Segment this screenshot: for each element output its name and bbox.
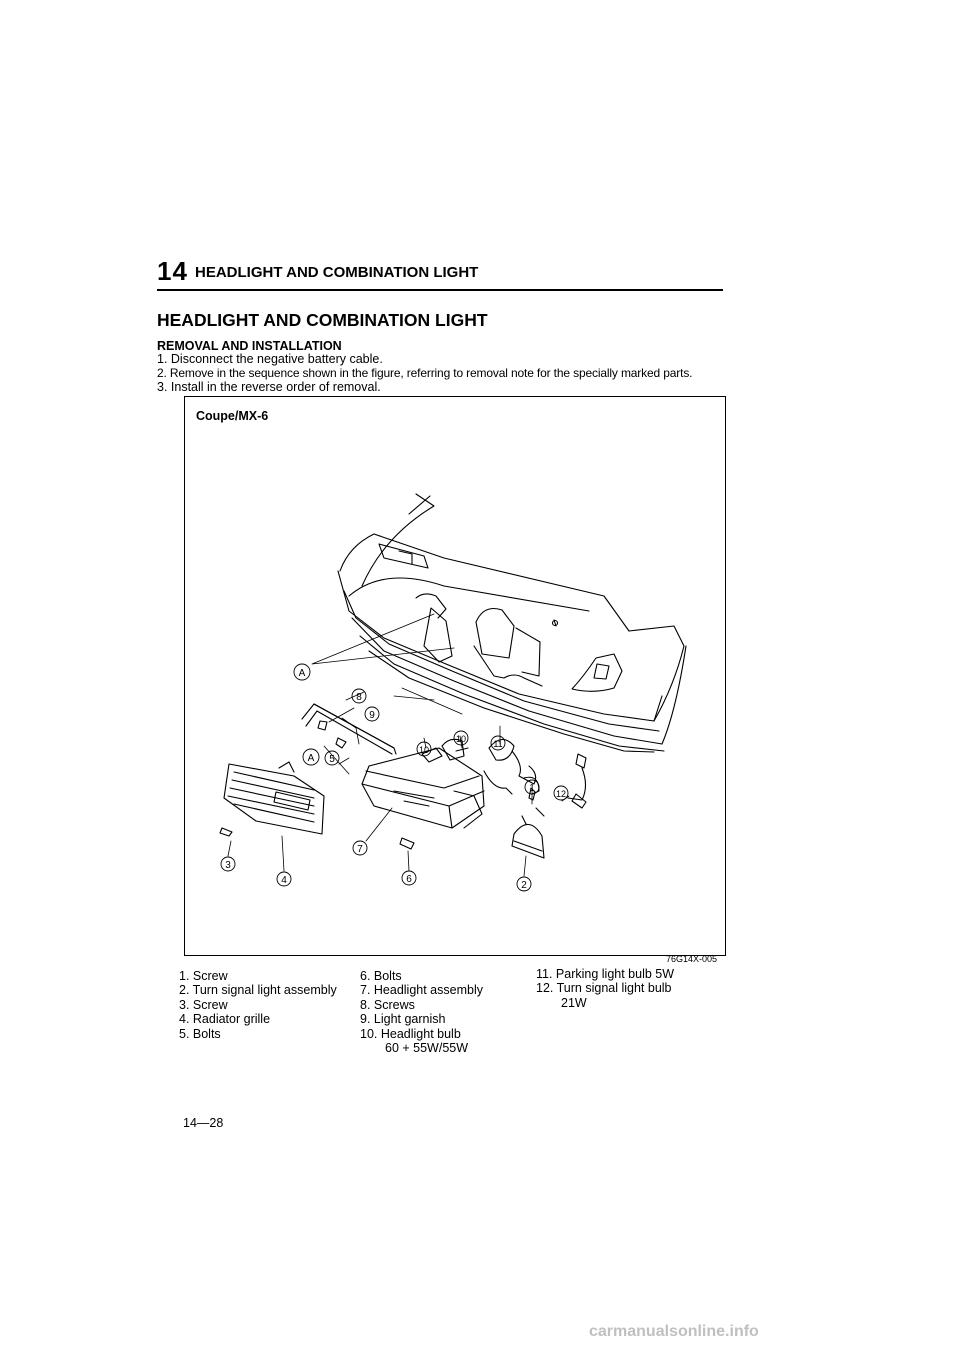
callout-A-2: A — [302, 748, 320, 766]
legend-item: 12. Turn signal light bulb — [536, 981, 672, 996]
svg-text:10: 10 — [456, 734, 466, 744]
legend-item: 7. Headlight assembly — [360, 983, 483, 998]
svg-text:3: 3 — [225, 860, 231, 871]
svg-text:6: 6 — [406, 874, 412, 885]
figure-code: 76G14X-005 — [666, 954, 718, 964]
svg-text:9: 9 — [369, 710, 375, 721]
legend-item: 9. Light garnish — [360, 1012, 446, 1027]
light-garnish-drawing — [301, 703, 397, 755]
legend-column-2: 6. Bolts 7. Headlight assembly 8. Screws… — [360, 969, 483, 1055]
vehicle-front-drawing — [337, 493, 687, 753]
turn-signal-assembly-drawing — [511, 807, 545, 859]
legend-column-3: 11. Parking light bulb 5W 12. Turn signa… — [536, 967, 674, 1010]
svg-text:4: 4 — [281, 875, 287, 886]
radiator-grille-drawing — [223, 761, 325, 835]
step-3: 3. Install in the reverse order of remov… — [157, 380, 381, 394]
callout-5: 5 — [324, 750, 340, 766]
figure-frame — [184, 396, 726, 956]
svg-text:12: 12 — [556, 789, 566, 799]
svg-text:1: 1 — [529, 783, 535, 794]
step-1: 1. Disconnect the negative battery cable… — [157, 352, 383, 366]
leader-lines — [227, 613, 570, 877]
page-number: 14—28 — [183, 1116, 224, 1130]
svg-text:7: 7 — [357, 844, 363, 855]
chapter-number: 14 — [157, 256, 188, 286]
svg-text:5: 5 — [329, 754, 335, 765]
callouts: A A 1 2 3 4 5 6 7 8 9 10 10 11 12 — [220, 663, 569, 892]
callout-10-b: 10 — [453, 730, 469, 746]
callout-10-a: 10 — [416, 741, 432, 757]
callout-4: 4 — [276, 871, 292, 887]
legend-column-1: 1. Screw 2. Turn signal light assembly 3… — [179, 969, 337, 1041]
legend-item-continued: 21W — [561, 995, 587, 1010]
step-2: 2. Remove in the sequence shown in the f… — [157, 366, 693, 380]
legend-item: 11. Parking light bulb 5W — [536, 967, 675, 981]
header-divider — [157, 289, 723, 291]
svg-text:A: A — [308, 753, 315, 764]
subsection-title: REMOVAL AND INSTALLATION — [157, 339, 342, 353]
chapter-title: HEADLIGHT AND COMBINATION LIGHT — [195, 264, 479, 281]
callout-6: 6 — [401, 870, 417, 886]
bulbs-and-sockets-drawing — [421, 738, 587, 809]
callout-A-1: A — [293, 663, 311, 681]
legend-item: 8. Screws — [360, 997, 415, 1012]
svg-text:8: 8 — [356, 692, 362, 703]
svg-text:10: 10 — [419, 745, 429, 755]
legend-item: 2. Turn signal light assembly — [179, 983, 337, 998]
legend-item: 4. Radiator grille — [179, 1012, 271, 1027]
legend-item: 10. Headlight bulb — [360, 1026, 461, 1041]
callout-3: 3 — [220, 856, 236, 872]
callout-9: 9 — [364, 706, 380, 722]
svg-text:A: A — [299, 668, 306, 679]
fasteners-drawing — [219, 720, 536, 850]
figure-label: Coupe/MX-6 — [196, 409, 269, 423]
callout-1: 1 — [524, 779, 540, 795]
legend-item: 3. Screw — [179, 997, 228, 1012]
svg-text:11: 11 — [493, 739, 502, 749]
legend-item: 1. Screw — [179, 969, 228, 983]
headlight-exploded-diagram: A A 1 2 3 4 5 6 7 8 9 10 10 11 12 — [219, 493, 687, 892]
svg-text:2: 2 — [521, 880, 527, 891]
legend-item: 5. Bolts — [179, 1026, 221, 1041]
headlight-assembly-drawing — [361, 747, 485, 829]
callout-8: 8 — [351, 688, 367, 704]
callout-12: 12 — [553, 785, 569, 801]
callout-7: 7 — [352, 840, 368, 856]
callout-11: 11 — [490, 735, 506, 751]
callout-2: 2 — [516, 876, 532, 892]
watermark: carmanualsonline.info — [589, 1323, 759, 1340]
legend-item-continued: 60 + 55W/55W — [385, 1041, 469, 1056]
legend-item: 6. Bolts — [360, 969, 402, 983]
section-title: HEADLIGHT AND COMBINATION LIGHT — [157, 310, 488, 330]
